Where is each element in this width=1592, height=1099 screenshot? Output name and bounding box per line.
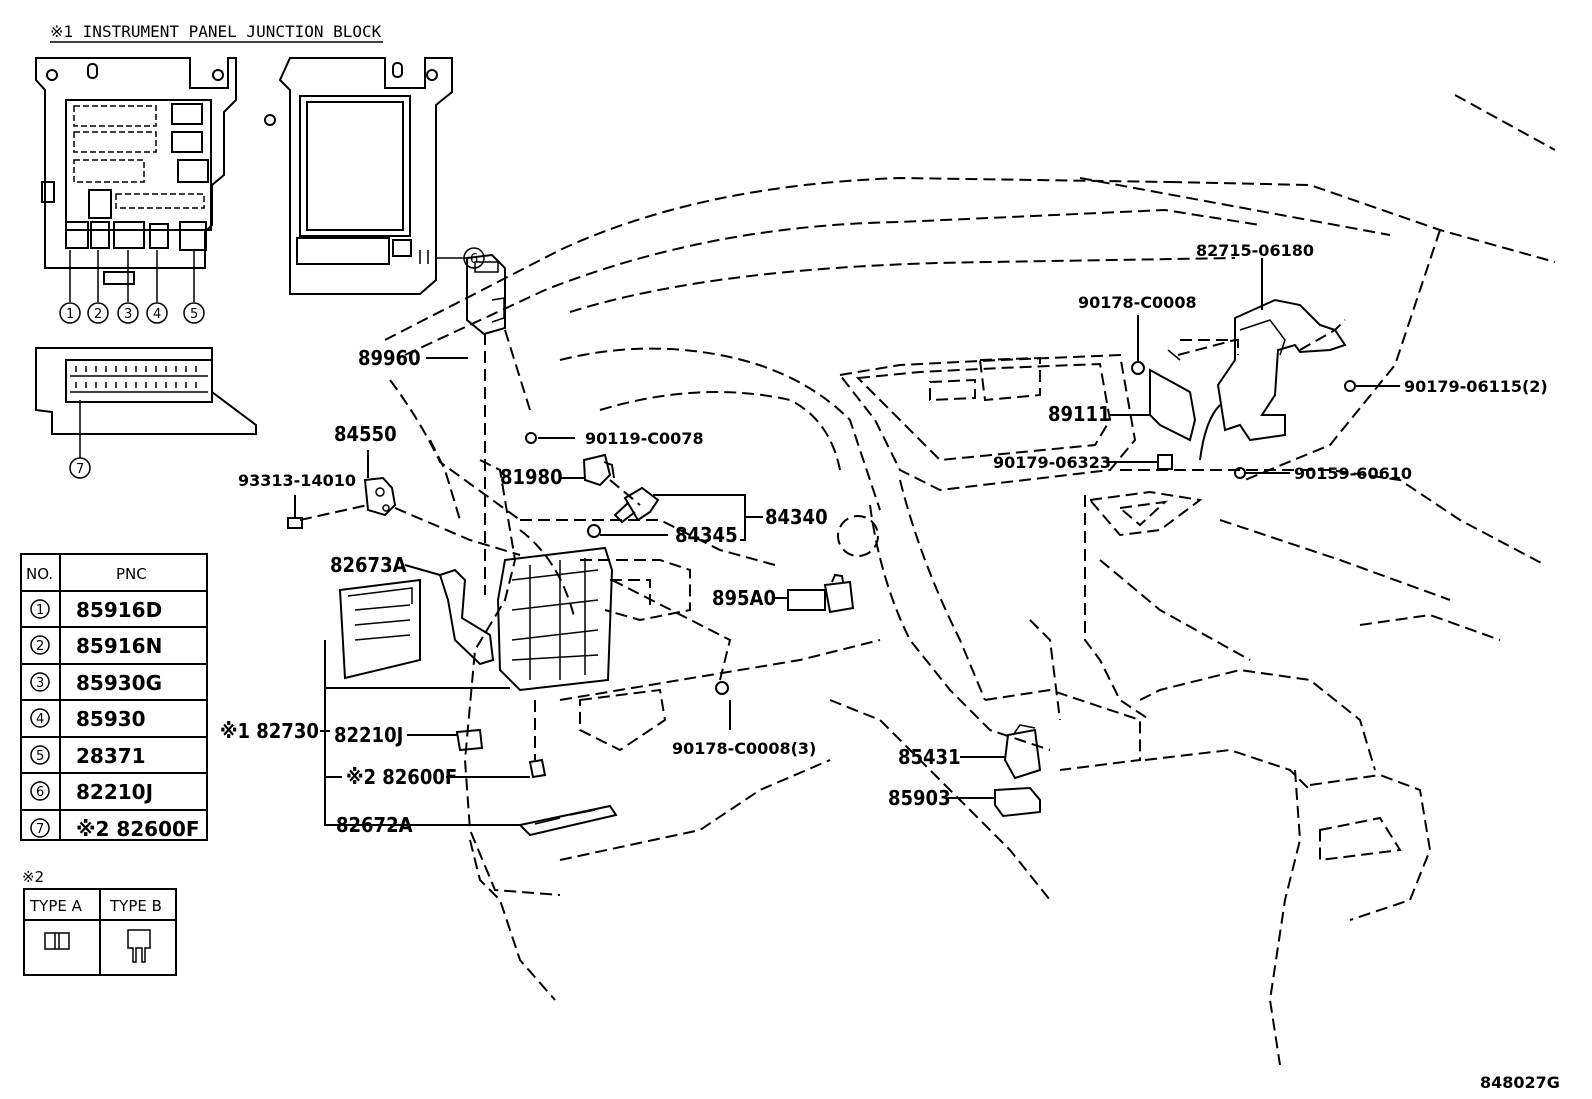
callout-82673A: 82673A xyxy=(330,553,407,577)
svg-text:4: 4 xyxy=(153,307,161,322)
callout-89960: 89960 xyxy=(358,346,421,370)
svg-text:※2 82600F: ※2 82600F xyxy=(76,817,200,841)
marker-6: 6 xyxy=(463,247,485,269)
junction-block-connector-view xyxy=(35,347,257,458)
callout-90159-60610: 90159-60610 xyxy=(1294,464,1412,483)
svg-text:1: 1 xyxy=(66,307,74,322)
part-82672A-cover xyxy=(517,804,618,837)
callout-84345: 84345 xyxy=(675,523,738,547)
callout-90179-06323: 90179-06323 xyxy=(993,453,1111,472)
part-895A0-relay xyxy=(775,573,855,614)
pnc-row-7: 7 ※2 82600F xyxy=(30,817,200,841)
callout-81980: 81980 xyxy=(500,465,563,489)
callout-82730: ※1 82730 xyxy=(220,719,319,743)
callout-82715-06180: 82715-06180 xyxy=(1196,241,1314,260)
callout-89111: 89111 xyxy=(1048,402,1111,426)
marker-3: 3 xyxy=(117,302,139,324)
callout-82210J: 82210J xyxy=(334,723,403,747)
part-90119-C0078-bolt xyxy=(525,432,575,444)
pnc-row-2: 2 85916N xyxy=(30,634,162,658)
pnc-row-1: 1 85916D xyxy=(30,598,162,622)
svg-text:6: 6 xyxy=(470,252,478,267)
part-84340-switch xyxy=(613,486,763,541)
svg-text:2: 2 xyxy=(36,639,44,654)
svg-text:3: 3 xyxy=(124,307,132,322)
callout-82600F: ※2 82600F xyxy=(346,765,457,789)
pnc-table-no-header: NO. xyxy=(26,565,53,583)
svg-text:28371: 28371 xyxy=(76,744,146,768)
part-82210J-relay xyxy=(407,728,484,752)
pnc-table: NO. PNC 1 85916D 2 85916N 3 85930G 4 85930 5… xyxy=(20,553,208,841)
svg-text:7: 7 xyxy=(36,822,44,837)
part-89111-module xyxy=(1110,349,1197,442)
svg-text:1: 1 xyxy=(36,603,44,618)
svg-text:85916N: 85916N xyxy=(76,634,162,658)
part-85431-switch xyxy=(960,724,1042,780)
part-90159-60610-bolt xyxy=(1234,467,1290,479)
callout-90178-C0008: 90178-C0008 xyxy=(1078,293,1197,312)
type-a-fuse-icon xyxy=(44,932,70,950)
junction-block-front-view xyxy=(35,57,237,302)
type-a-label: TYPE A xyxy=(29,897,83,915)
marker-7: 7 xyxy=(69,457,91,479)
svg-text:85930G: 85930G xyxy=(76,671,162,695)
pnc-row-3: 3 85930G xyxy=(30,671,162,695)
svg-text:4: 4 xyxy=(36,712,44,727)
svg-text:2: 2 xyxy=(94,307,102,322)
junction-block-rear-view xyxy=(264,57,466,295)
svg-text:82210J: 82210J xyxy=(76,780,153,804)
svg-text:5: 5 xyxy=(190,307,198,322)
marker-4: 4 xyxy=(146,302,168,324)
figure-id: 848027G xyxy=(1480,1073,1560,1092)
svg-text:7: 7 xyxy=(76,462,84,477)
part-instrument-panel-bracket xyxy=(496,546,732,692)
type-table-note: ※2 xyxy=(22,868,44,886)
callout-90119-C0078: 90119-C0078 xyxy=(585,429,704,448)
part-82673A-bracket xyxy=(404,564,495,666)
part-82600F-fuse xyxy=(326,700,547,779)
part-82715-06180-bracket xyxy=(1177,258,1347,461)
marker-2: 2 xyxy=(87,302,109,324)
fuse-type-table: ※2 TYPE A TYPE B xyxy=(22,868,177,976)
pnc-row-5: 5 28371 xyxy=(30,744,146,768)
svg-text:3: 3 xyxy=(36,676,44,691)
svg-text:5: 5 xyxy=(36,749,44,764)
callout-85903: 85903 xyxy=(888,786,951,810)
part-93313-14010-bolt xyxy=(287,495,303,529)
callout-90179-06115-2: 90179-06115(2) xyxy=(1404,377,1548,396)
callout-82672A: 82672A xyxy=(336,813,413,837)
junction-block-title: ※1 INSTRUMENT PANEL JUNCTION BLOCK xyxy=(50,22,382,41)
callout-84340: 84340 xyxy=(765,505,828,529)
callout-84550: 84550 xyxy=(334,422,397,446)
callout-93313-14010: 93313-14010 xyxy=(238,471,356,490)
callout-895A0: 895A0 xyxy=(712,586,776,610)
part-85903-module xyxy=(948,786,1041,818)
part-90179-06115-2-nut xyxy=(1344,380,1400,392)
part-90178-C0008-nut xyxy=(1131,315,1145,375)
svg-text:85916D: 85916D xyxy=(76,598,162,622)
callout-85431: 85431 xyxy=(898,745,961,769)
callout-90178-C0008-3: 90178-C0008(3) xyxy=(672,739,816,758)
part-81980-sensor xyxy=(560,453,641,506)
marker-1: 1 xyxy=(59,302,81,324)
part-82730-junction-block xyxy=(320,578,520,826)
pnc-table-pnc-header: PNC xyxy=(116,565,147,583)
part-89960-module xyxy=(426,253,531,595)
part-84550-bracket xyxy=(299,450,521,556)
part-84345-clip xyxy=(587,524,668,538)
svg-text:6: 6 xyxy=(36,785,44,800)
part-90179-06323-nut xyxy=(1108,454,1173,470)
type-b-label: TYPE B xyxy=(109,897,162,915)
type-b-fuse-icon xyxy=(127,929,151,963)
pnc-row-6: 6 82210J xyxy=(30,780,153,804)
part-90178-C0008-3-nut xyxy=(715,681,731,730)
pnc-row-4: 4 85930 xyxy=(30,707,146,731)
svg-text:85930: 85930 xyxy=(76,707,146,731)
marker-5: 5 xyxy=(183,302,205,324)
dashboard-outline xyxy=(384,94,1556,1066)
